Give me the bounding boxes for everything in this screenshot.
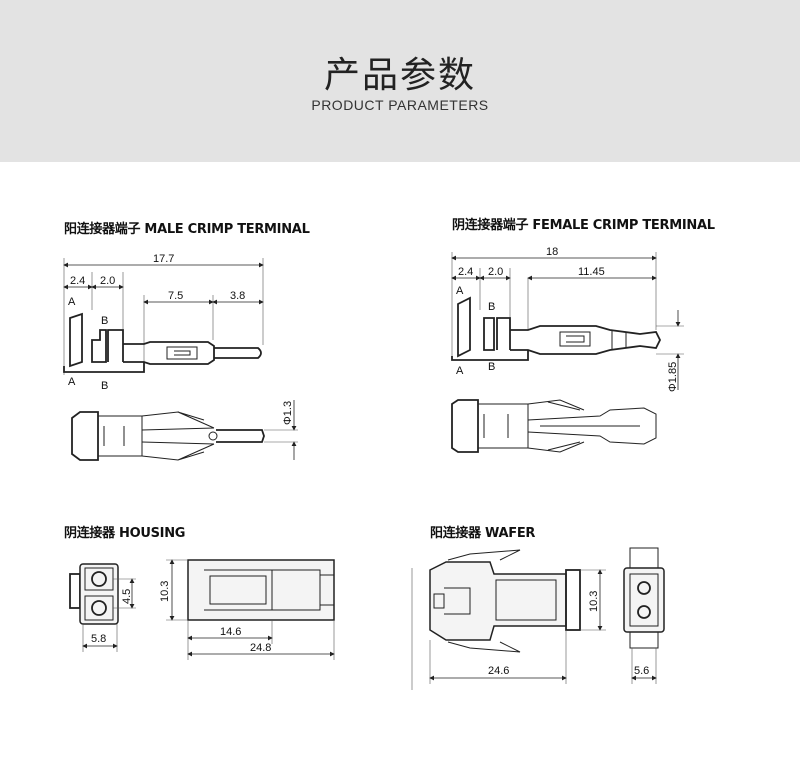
wafer-drawing: 10.3 24.6 5.6 (411, 547, 665, 690)
female-terminal-title: 阴连接器端子 FEMALE CRIMP TERMINAL (452, 218, 715, 233)
female-dim-a: 2.4 (458, 266, 473, 278)
male-dim-b: 2.0 (100, 275, 115, 287)
wafer-dim-h: 10.3 (588, 591, 600, 612)
male-dim-c: 7.5 (168, 290, 183, 302)
header-banner: 产品参数 PRODUCT PARAMETERS (0, 0, 800, 162)
housing-dim-w1: 5.8 (91, 633, 106, 645)
male-label-a-bottom: A (68, 376, 76, 388)
housing-drawing: 4.5 5.8 10.3 14.6 24.8 (69, 559, 335, 660)
male-terminal-title: 阳连接器端子 MALE CRIMP TERMINAL (64, 222, 310, 237)
female-label-a-top: A (456, 285, 464, 297)
male-label-b-bottom: B (101, 380, 108, 392)
male-label-b-top: B (101, 315, 108, 327)
male-dim-d: 3.8 (230, 290, 245, 302)
male-dim-a: 2.4 (70, 275, 85, 287)
housing-dim-h2: 10.3 (159, 581, 171, 602)
female-dim-dia: Φ1.85 (667, 362, 679, 392)
wafer-title: 阳连接器 WAFER (430, 526, 536, 541)
female-label-b-bottom: B (488, 361, 495, 373)
female-label-a-bottom: A (456, 365, 464, 377)
wafer-dim-w2: 5.6 (634, 665, 649, 677)
female-terminal-drawing: 18 2.4 2.0 11.45 A B A B Φ1.85 (451, 246, 684, 453)
housing-title: 阴连接器 HOUSING (64, 526, 186, 541)
male-label-a-top: A (68, 296, 76, 308)
page-title: 产品参数 (323, 55, 476, 96)
female-dim-c: 11.45 (578, 266, 605, 278)
page-subtitle: PRODUCT PARAMETERS (311, 97, 489, 113)
male-dim-dia: Φ1.3 (282, 401, 294, 425)
female-dim-total: 18 (546, 246, 558, 258)
male-dim-total: 17.7 (153, 253, 174, 265)
female-dim-b: 2.0 (488, 266, 503, 278)
housing-dim-w2: 14.6 (220, 626, 241, 638)
female-label-b-top: B (488, 301, 495, 313)
housing-dim-w3: 24.8 (250, 642, 271, 654)
male-terminal-drawing: 17.7 2.4 2.0 7.5 3.8 A B A B (63, 253, 298, 461)
housing-dim-h1: 4.5 (121, 589, 133, 604)
wafer-dim-w: 24.6 (488, 665, 509, 677)
